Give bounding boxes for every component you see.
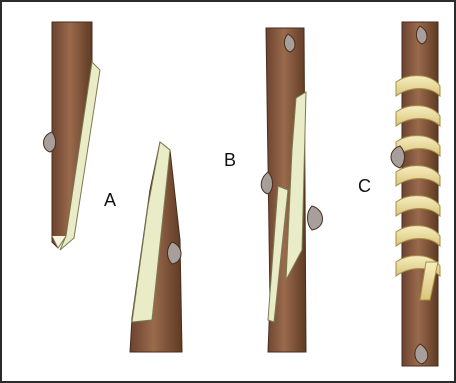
graft-b bbox=[266, 28, 306, 352]
bud-icon bbox=[308, 206, 323, 230]
label-b: B bbox=[222, 150, 238, 170]
bud-icon bbox=[44, 132, 56, 152]
scion-a bbox=[52, 22, 100, 250]
bud-icon bbox=[391, 146, 405, 168]
graft-c bbox=[402, 22, 438, 366]
label-c: C bbox=[356, 176, 373, 196]
blank-patch bbox=[146, 62, 206, 106]
label-a: A bbox=[102, 190, 118, 210]
bud-icon bbox=[261, 172, 272, 194]
